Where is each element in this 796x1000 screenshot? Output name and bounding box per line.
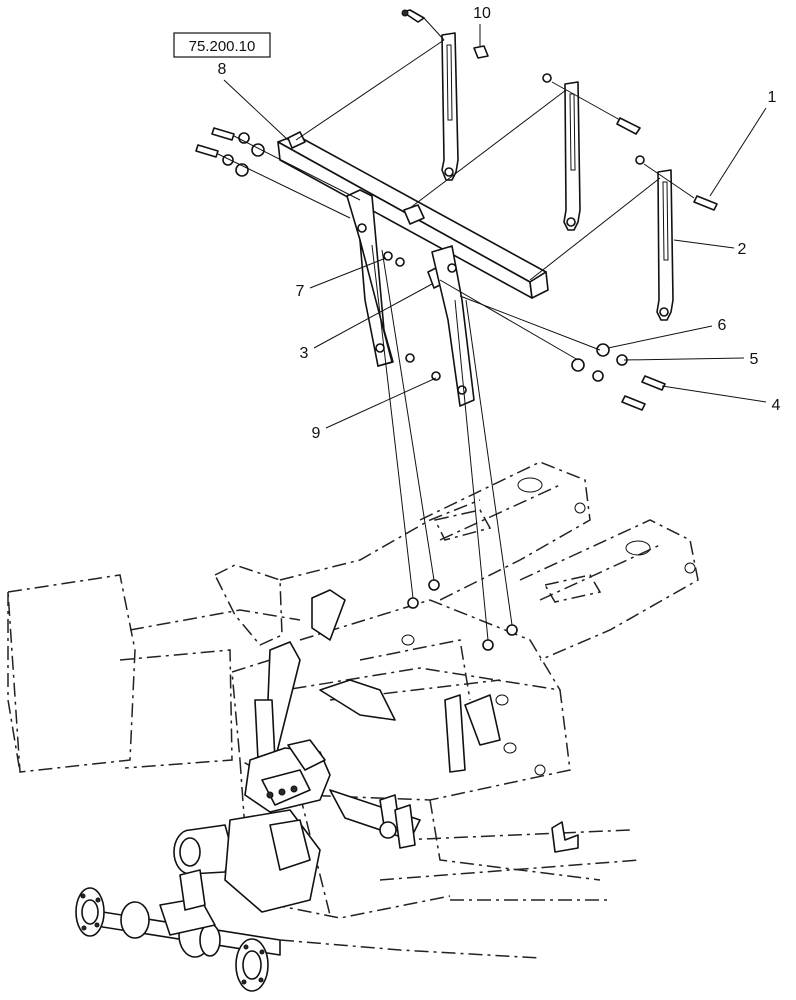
strap-middle bbox=[563, 81, 581, 231]
callout-10: 10 bbox=[473, 5, 491, 22]
strap-right bbox=[656, 169, 674, 321]
assembly-lines bbox=[217, 17, 695, 641]
callout-3: 3 bbox=[300, 345, 309, 362]
callout-1: 1 bbox=[768, 89, 777, 106]
reference-label: 75.200.10 bbox=[189, 38, 256, 55]
callout-2: 2 bbox=[738, 241, 747, 258]
top-assembly bbox=[195, 9, 718, 651]
lower-linkage bbox=[75, 589, 579, 992]
callout-5: 5 bbox=[750, 351, 759, 368]
reference-box bbox=[173, 32, 271, 58]
callout-8: 8 bbox=[218, 61, 227, 78]
callout-labels: 75.200.10 1 2 3 4 5 6 7 8 9 10 bbox=[173, 5, 781, 442]
callout-7: 7 bbox=[296, 283, 305, 300]
callout-4: 4 bbox=[772, 397, 781, 414]
callout-9: 9 bbox=[312, 425, 321, 442]
callout-6: 6 bbox=[718, 317, 727, 334]
strap-left bbox=[441, 32, 459, 181]
